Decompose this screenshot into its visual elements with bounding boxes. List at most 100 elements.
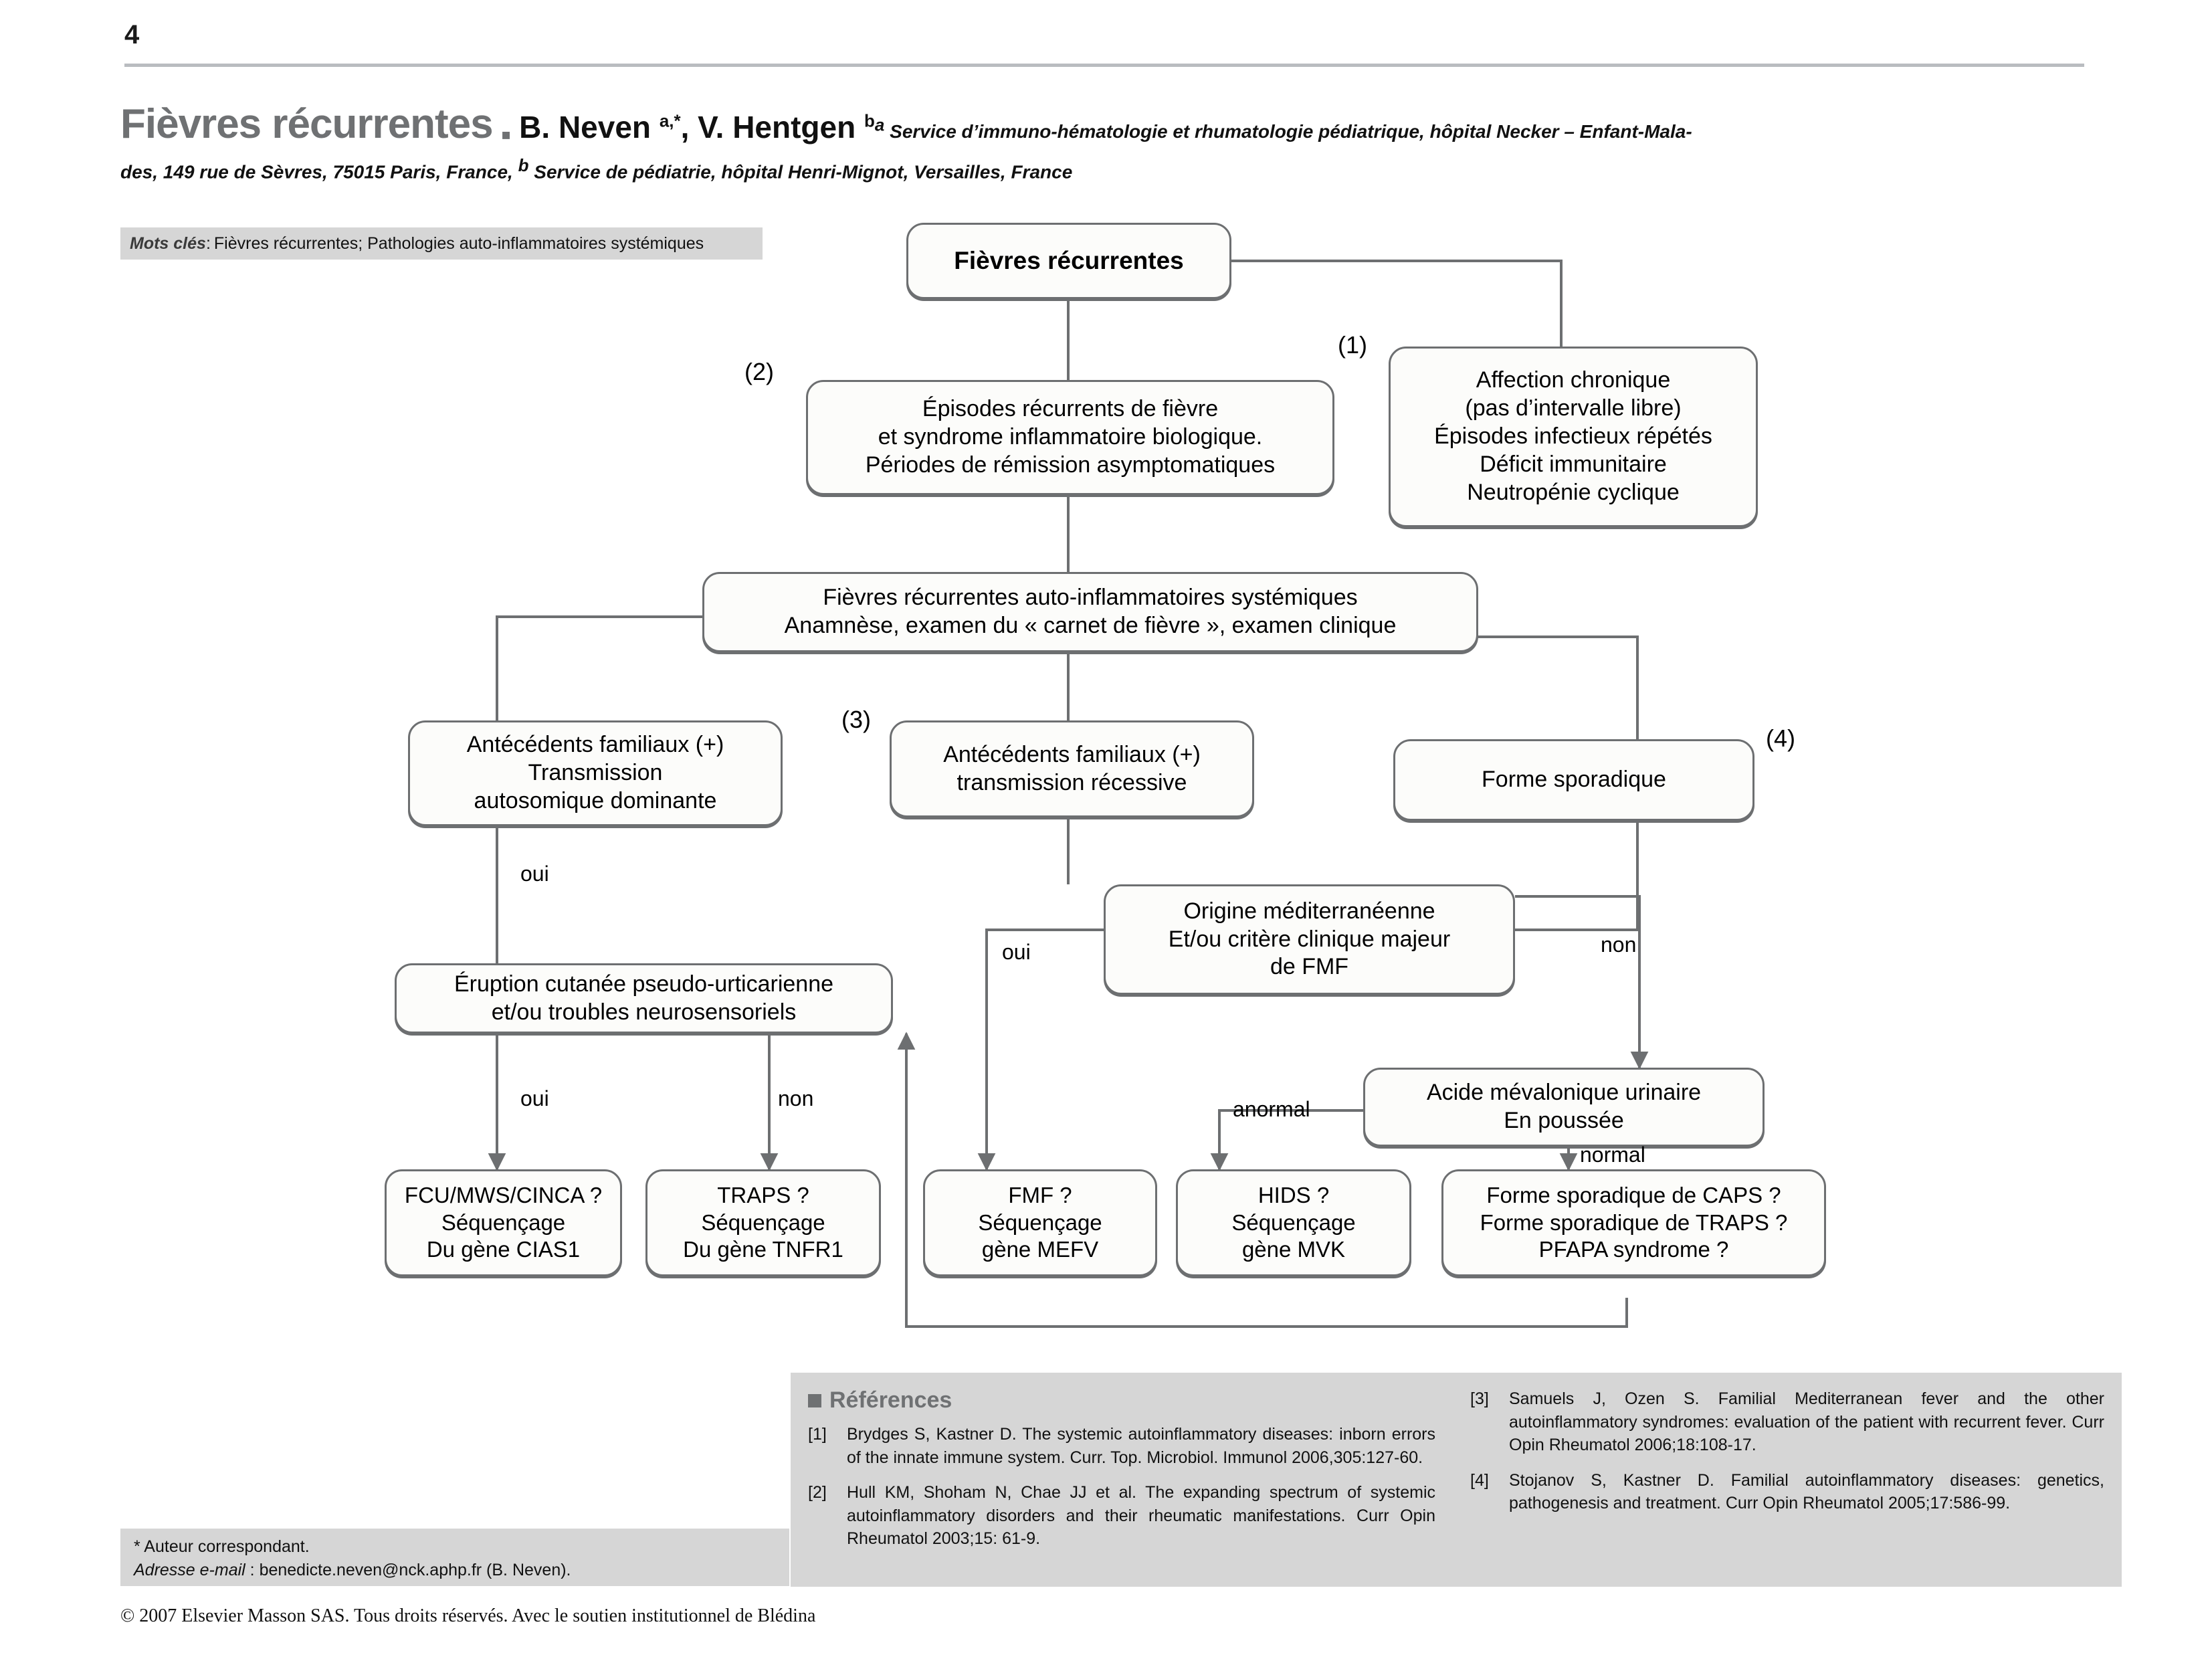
node-chronic-line-0: Affection chronique [1476,367,1671,393]
node-dominant-line-0: Antécédents familiaux (+) [466,732,724,758]
email-line: Adresse e-mail : benedicte.neven@nck.aph… [134,1559,776,1582]
node-sporadic2-line-1: Forme sporadique de TRAPS ? [1480,1209,1788,1235]
node-mediter-line-0: Origine méditerranéenne [1183,898,1435,924]
references-heading-text: Références [829,1387,952,1413]
node-chronic-line-1: (pas d’intervalle libre) [1465,395,1682,421]
ref-marker-1: (1) [1338,331,1367,359]
title-dash-icon: ▪ [500,118,512,151]
node-sporadic2-line-0: Forme sporadique de CAPS ? [1486,1183,1781,1208]
node-hids[interactable]: HIDS ? Séquençage gène MVK [1176,1169,1411,1276]
affiliation-b-pre: des, 149 rue de Sèvres, 75015 Paris, Fra… [120,161,518,183]
node-affection-chronique[interactable]: Affection chronique (pas d’intervalle li… [1389,347,1758,527]
node-chronic-line-2: Épisodes infectieux répétés [1434,423,1712,450]
copyright-line: © 2007 Elsevier Masson SAS. Tous droits … [120,1605,816,1626]
affiliation-a-sup: a [874,114,885,135]
reference-tag: [1] [808,1425,827,1444]
reference-item: [3] Samuels J, Ozen S. Familial Mediterr… [1470,1387,2104,1457]
affiliation-a: a Service d’immuno-hématologie et rhumat… [875,115,1692,142]
ref-marker-2: (2) [744,358,774,385]
references-left-column: Références [1] Brydges S, Kastner D. The… [791,1373,1453,1587]
node-mediter-line-2: de FMF [1270,954,1349,980]
edge-label-non-mediterranean: non [1601,933,1637,957]
edge-label-normal: normal [1580,1143,1645,1167]
author-1: B. Neven [519,110,660,144]
reference-text: Brydges S, Kastner D. The systemic autoi… [847,1425,1435,1467]
node-tnfr1-line-1: Séquençage [701,1209,825,1235]
node-mvk-line-0: HIDS ? [1258,1183,1330,1208]
edge-label-anormal: anormal [1233,1097,1310,1121]
page-number: 4 [124,20,140,50]
keywords-separator: : [205,233,211,253]
node-eruption-line-1: et/ou troubles neurosensoriels [491,999,797,1025]
reference-tag: [2] [808,1483,827,1502]
title-block: Fièvres récurrentes▪B. Neven a,*, V. Hen… [120,100,2094,152]
node-recessive-line-0: Antécédents familiaux (+) [943,741,1201,767]
reference-text: Hull KM, Shoham N, Chae JJ et al. The ex… [847,1483,1435,1548]
node-formes-sporadiques-pfapa[interactable]: Forme sporadique de CAPS ? Forme sporadi… [1441,1169,1826,1276]
node-fcu-mws-cinca[interactable]: FCU/MWS/CINCA ? Séquençage Du gène CIAS1 [385,1169,622,1276]
node-dominant-line-2: autosomique dominante [474,787,717,813]
node-chronic-line-4: Neutropénie cyclique [1467,479,1680,505]
author-2-sup: b [864,110,875,131]
keywords-text: Fièvres récurrentes; Pathologies auto-in… [213,233,704,253]
node-fievres-auto-inflammatoires[interactable]: Fièvres récurrentes auto-inflammatoires … [702,572,1478,652]
node-fmf[interactable]: FMF ? Séquençage gène MEFV [923,1169,1157,1276]
node-acide-mevalonique[interactable]: Acide mévalonique urinaire En poussée [1363,1068,1765,1147]
node-eruption-cutanee[interactable]: Éruption cutanée pseudo-urticarienne et/… [395,963,893,1034]
ref-marker-3: (3) [841,706,871,733]
reference-item: [4] Stojanov S, Kastner D. Familial auto… [1470,1469,2104,1515]
node-episodes-recurrents[interactable]: Épisodes récurrents de fièvre et syndrom… [806,380,1334,495]
node-cias1-line-0: FCU/MWS/CINCA ? [404,1183,603,1208]
node-forme-sporadique[interactable]: Forme sporadique [1393,739,1754,821]
edge-label-oui-dominant: oui [520,862,549,886]
edge-label-oui-eruption: oui [520,1086,549,1110]
ref-marker-4: (4) [1766,724,1795,752]
corresponding-author-line: * Auteur correspondant. [134,1537,310,1556]
node-mevalonic-line-0: Acide mévalonique urinaire [1426,1080,1702,1106]
node-recessive-line-1: transmission récessive [957,769,1187,795]
node-mefv-line-1: Séquençage [978,1209,1102,1235]
node-dominant-line-1: Transmission [528,760,663,786]
references-heading: Références [808,1387,1435,1413]
node-episodes-line-0: Épisodes récurrents de fièvre [922,396,1219,422]
author-list: B. Neven a,*, V. Hentgen b [519,110,875,144]
node-transmission-recessive[interactable]: Antécédents familiaux (+) transmission r… [890,720,1254,817]
node-systemic-line-0: Fièvres récurrentes auto-inflammatoires … [823,585,1358,611]
reference-tag: [3] [1470,1389,1489,1408]
node-systemic-line-1: Anamnèse, examen du « carnet de fièvre »… [784,613,1397,638]
reference-tag: [4] [1470,1470,1489,1490]
affiliation-line-2: des, 149 rue de Sèvres, 75015 Paris, Fra… [120,155,2100,183]
header-rule [124,64,2084,67]
node-origine-mediterraneenne[interactable]: Origine méditerranéenne Et/ou critère cl… [1104,884,1515,995]
node-mevalonic-line-1: En poussée [1504,1108,1624,1133]
node-mvk-line-1: Séquençage [1231,1209,1356,1235]
node-root[interactable]: Fièvres récurrentes [906,223,1231,299]
affiliation-b-sup: b [518,155,529,175]
page-title: Fièvres récurrentes [120,101,494,147]
reference-text: Stojanov S, Kastner D. Familial autoinfl… [1509,1470,2104,1513]
edge-label-non-eruption: non [778,1086,814,1110]
node-episodes-line-1: et syndrome inflammatoire biologique. [878,424,1263,450]
node-mvk-line-2: gène MVK [1241,1237,1346,1262]
node-chronic-line-3: Déficit immunitaire [1480,451,1667,477]
node-transmission-dominante[interactable]: Antécédents familiaux (+) Transmission a… [408,720,783,826]
node-mediter-line-1: Et/ou critère clinique majeur [1168,926,1451,952]
node-tnfr1-line-0: TRAPS ? [717,1183,809,1208]
email-value: : benedicte.neven@nck.aphp.fr (B. Neven)… [245,1560,571,1579]
keywords-label: Mots clés [130,233,206,253]
email-label: Adresse e-mail [134,1560,245,1579]
node-mefv-line-2: gène MEFV [981,1237,1099,1262]
corresponding-author-box: * Auteur correspondant. Adresse e-mail :… [120,1529,789,1586]
node-mefv-line-0: FMF ? [1008,1183,1072,1208]
node-cias1-line-2: Du gène CIAS1 [426,1237,581,1262]
keywords-box: Mots clés : Fièvres récurrentes; Patholo… [120,227,763,260]
square-bullet-icon [808,1393,821,1407]
reference-text: Samuels J, Ozen S. Familial Mediterranea… [1509,1389,2104,1454]
edge-label-oui-mediterranean: oui [1002,940,1031,964]
node-traps[interactable]: TRAPS ? Séquençage Du gène TNFR1 [645,1169,881,1276]
affiliation-b-text: Service de pédiatrie, hôpital Henri-Mign… [528,161,1073,183]
author-2: , V. Hentgen [680,110,864,144]
node-sporadic-line-0: Forme sporadique [1482,767,1666,793]
reference-item: [2] Hull KM, Shoham N, Chae JJ et al. Th… [808,1481,1435,1551]
